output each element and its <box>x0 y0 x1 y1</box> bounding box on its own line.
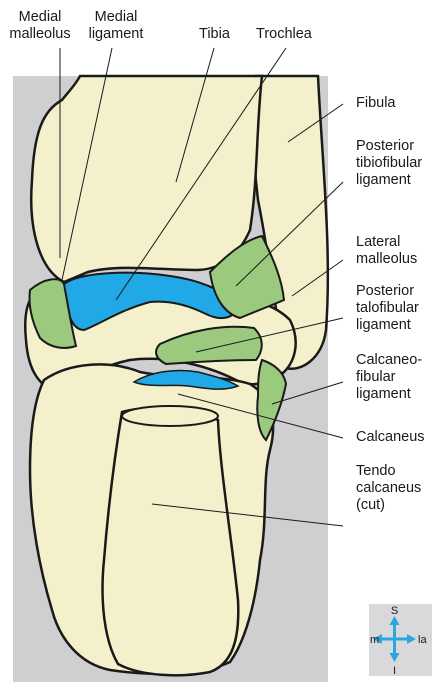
tibia-bone <box>31 76 262 282</box>
compass-superior-label: S <box>391 605 398 617</box>
label-tibia: Tibia <box>199 26 230 43</box>
tendo-cut-surface <box>122 406 218 426</box>
compass-lateral-label: la <box>418 634 427 646</box>
label-calcaneus: Calcaneus <box>356 429 425 446</box>
tendo-calcaneus <box>103 408 239 675</box>
compass-medial-label: m <box>370 634 379 646</box>
orientation-compass: S I m la <box>369 604 432 676</box>
label-fibula: Fibula <box>356 95 396 112</box>
label-trochlea: Trochlea <box>256 26 312 43</box>
compass-inferior-label: I <box>393 665 396 676</box>
